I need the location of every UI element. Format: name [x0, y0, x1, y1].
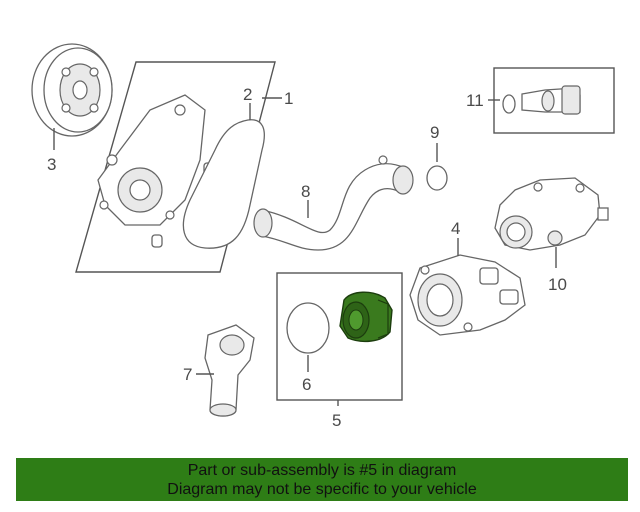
callout-9: 9 [430, 123, 439, 142]
part-6-seal[interactable] [286, 302, 330, 354]
callout-5: 5 [332, 411, 341, 430]
part-10-outlet-housing[interactable] [494, 177, 609, 251]
part-3-pulley[interactable] [31, 43, 113, 137]
callout-4: 4 [451, 219, 460, 238]
assembly-1-outline [75, 61, 276, 273]
callout-11: 11 [466, 91, 484, 110]
callout-8: 8 [301, 182, 310, 201]
part-9-o-ring[interactable] [426, 165, 448, 191]
water-pump-body[interactable] [97, 94, 206, 226]
part-8-hose[interactable] [253, 155, 414, 251]
part-4-thermostat-housing[interactable] [409, 254, 526, 336]
callout-7: 7 [183, 365, 192, 384]
callout-2: 2 [243, 85, 252, 104]
callout-10: 10 [548, 275, 567, 294]
callout-1: 1 [284, 89, 293, 108]
info-banner: Part or sub-assembly is #5 in diagram Di… [16, 458, 628, 501]
thermostat-highlighted[interactable] [339, 291, 393, 343]
part-7-water-inlet[interactable] [204, 324, 255, 417]
callout-6: 6 [302, 375, 311, 394]
banner-line-1: Part or sub-assembly is #5 in diagram [187, 462, 457, 479]
exploded-parts-diagram: 3 1 2 8 9 11 [31, 43, 615, 430]
part-11-sensor[interactable] [502, 85, 581, 115]
callout-3: 3 [47, 155, 56, 174]
part-2-gasket[interactable] [182, 119, 265, 249]
part-5-box[interactable] [276, 272, 403, 401]
banner-line-2: Diagram may not be specific to your vehi… [167, 481, 477, 498]
